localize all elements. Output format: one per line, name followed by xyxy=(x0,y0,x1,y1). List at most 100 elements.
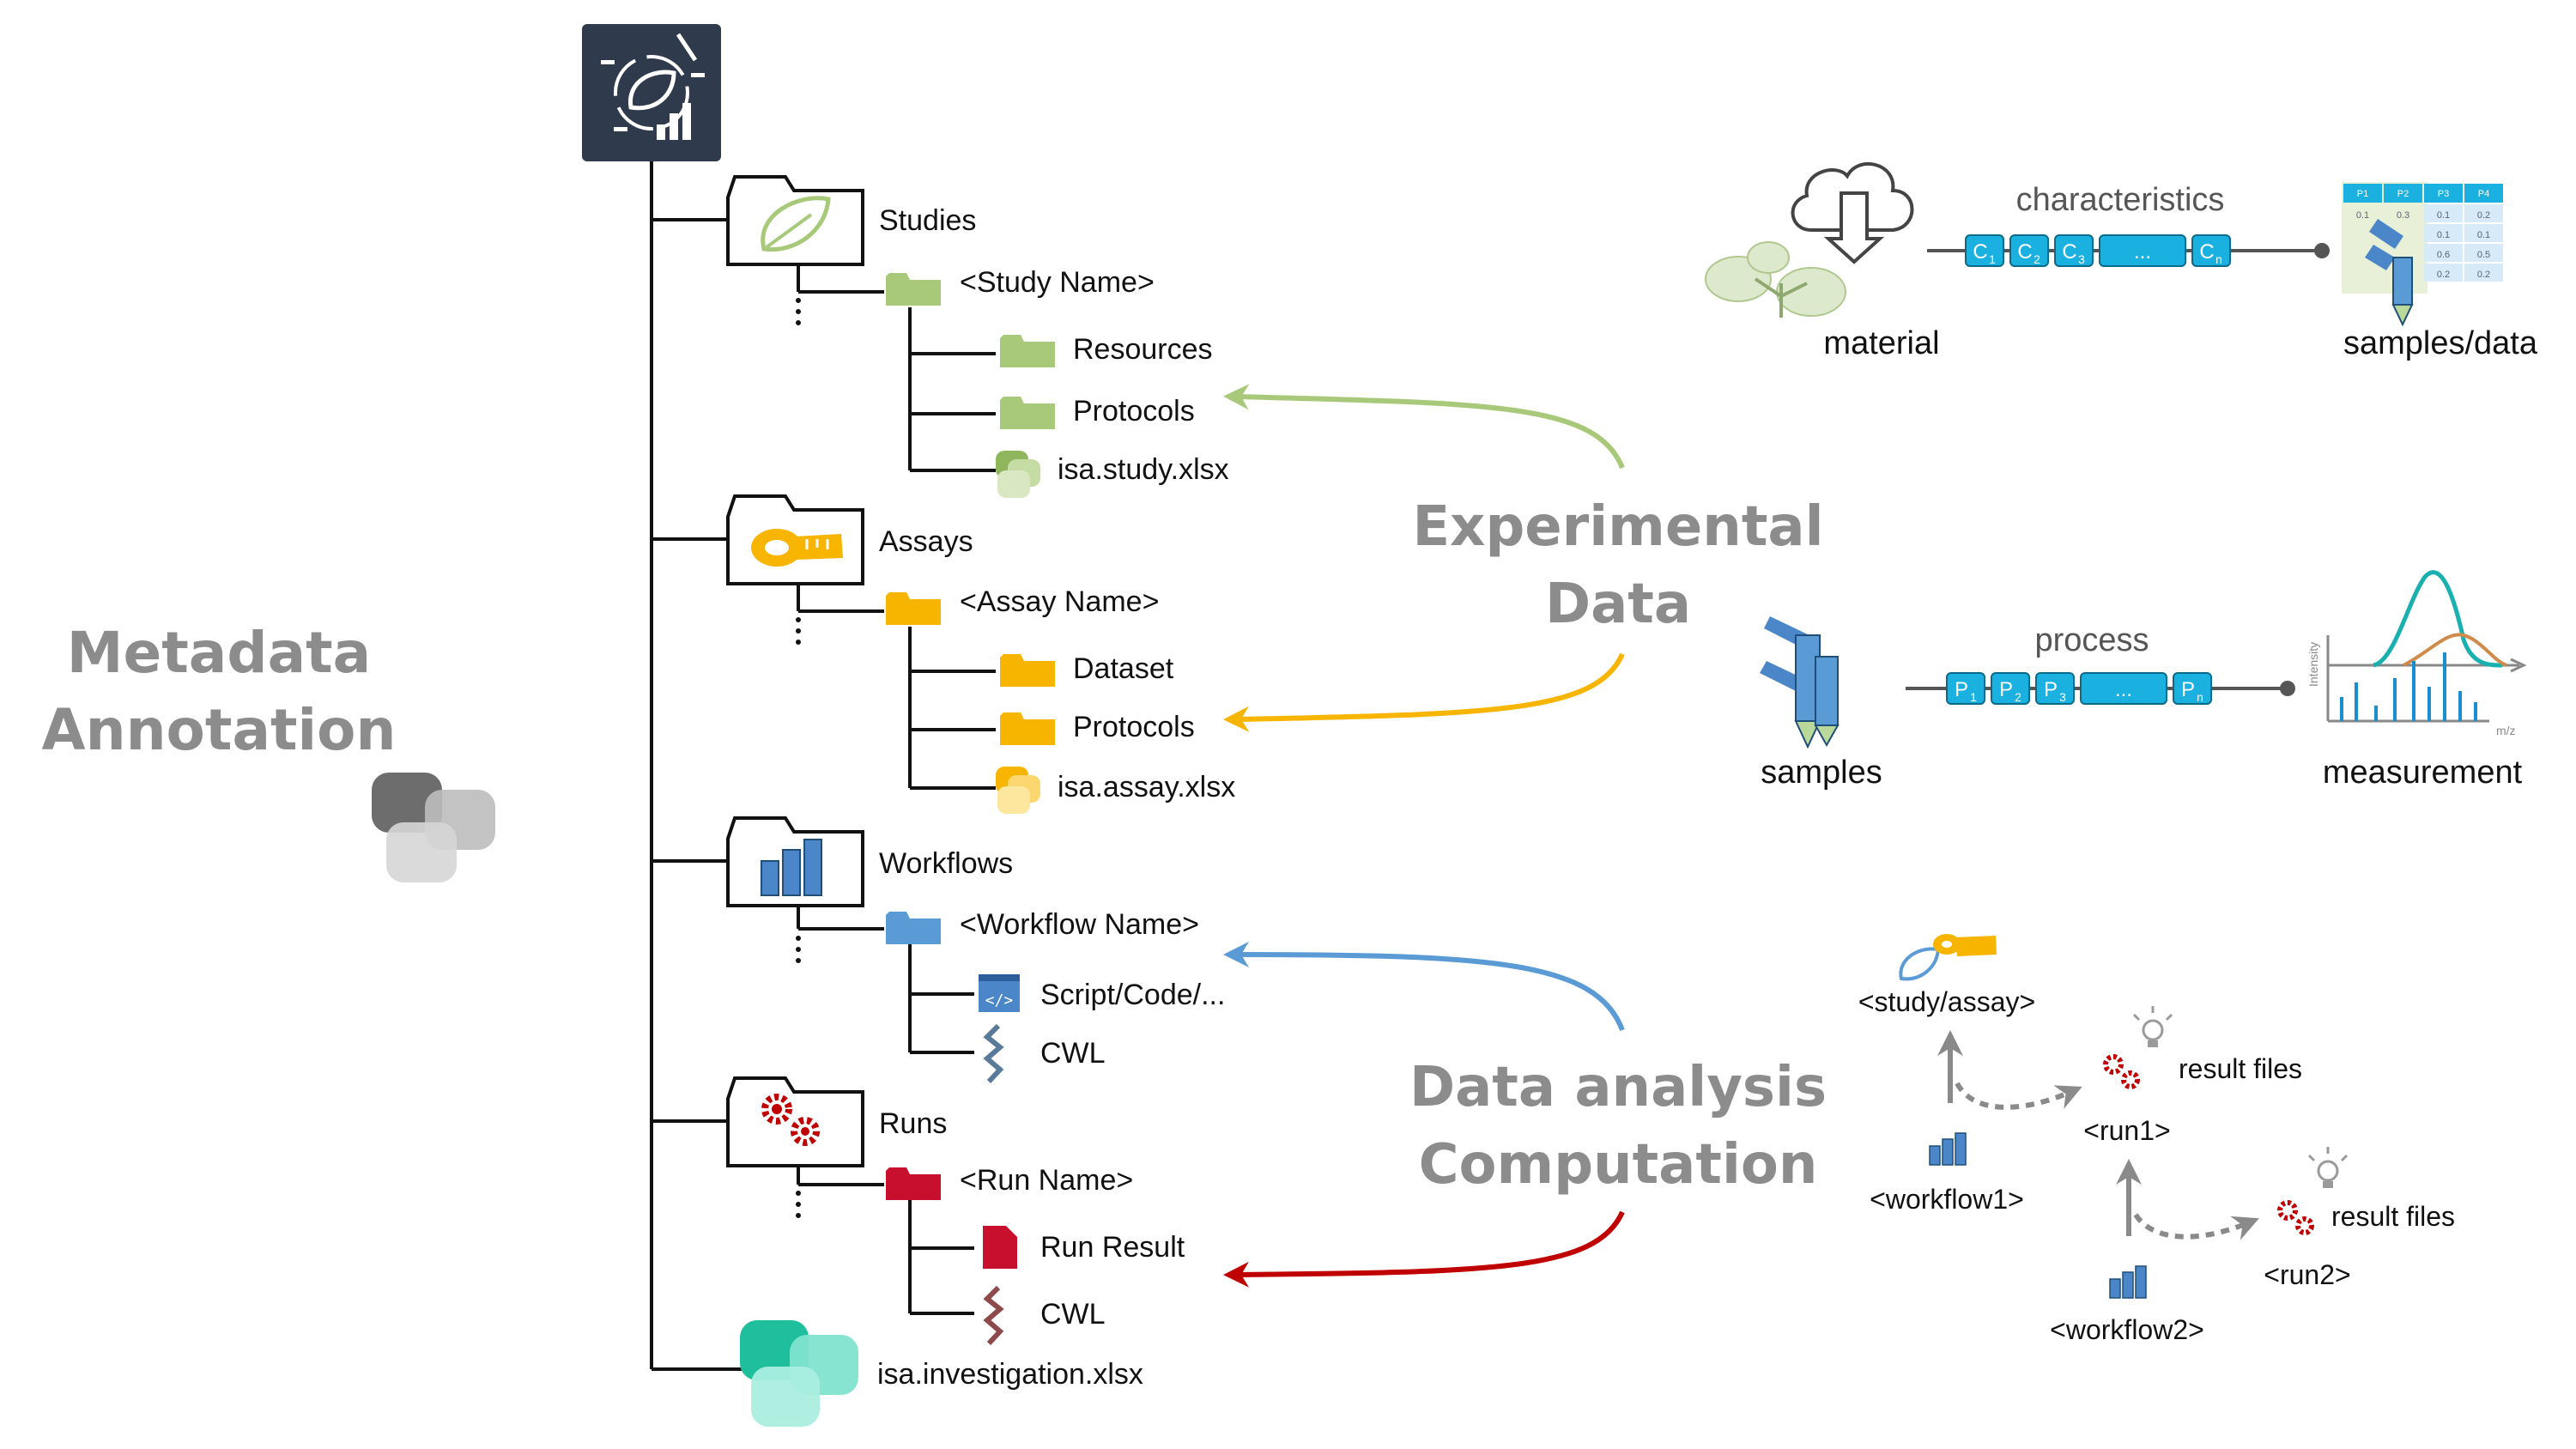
table-cell-text: 0.5 xyxy=(2477,250,2490,260)
table-header-cell xyxy=(2384,184,2422,203)
document-icon xyxy=(983,1226,1017,1269)
characteristic-chip-letter: C xyxy=(2017,240,2032,264)
arrow-wf1-to-run1 xyxy=(1955,1082,2082,1110)
table-cell-text: 0.6 xyxy=(2437,250,2450,260)
assays-folder[interactable]: Assays xyxy=(726,494,973,585)
measurement-axis-y: Intensity xyxy=(2306,642,2320,687)
stacked-squares-teal-icon xyxy=(740,1320,858,1427)
run-name-folder[interactable]: <Run Name> xyxy=(886,1164,1133,1200)
workflow-cwl-label: CWL xyxy=(1040,1037,1106,1070)
process-chip-letter: P xyxy=(1999,678,2013,701)
run-cwl-file[interactable]: CWL xyxy=(983,1285,1106,1346)
run-result-file[interactable]: Run Result xyxy=(983,1226,1185,1269)
assay-file[interactable]: isa.assay.xlsx xyxy=(996,767,1235,814)
characteristic-chip-letter: ... xyxy=(2134,240,2151,264)
study-assay-label: <study/assay> xyxy=(1858,986,2035,1017)
process-chip-letter: P xyxy=(2181,678,2195,701)
process-chip-sub: 2 xyxy=(2015,690,2021,704)
assay-name-label: <Assay Name> xyxy=(960,585,1159,618)
stacked-squares-icon xyxy=(372,773,495,882)
process-chip-letter: P xyxy=(1955,678,1968,701)
table-cell-text: 0.2 xyxy=(2477,270,2490,280)
workflow-name-label: <Workflow Name> xyxy=(960,908,1199,941)
resources-label: Resources xyxy=(1073,333,1213,366)
workflow-name-folder[interactable]: <Workflow Name> xyxy=(886,908,1199,944)
runs-label: Runs xyxy=(879,1107,947,1140)
characteristic-chip-sub: 1 xyxy=(1989,252,1996,266)
run1-label: <run1> xyxy=(2083,1115,2170,1146)
study-protocols-label: Protocols xyxy=(1073,395,1195,427)
experimental-line1: Experimental xyxy=(1412,495,1823,559)
table-header-text: P1 xyxy=(2357,189,2368,199)
process-chip-letter: ... xyxy=(2115,678,2132,701)
tree-lines xyxy=(650,161,996,1371)
study-name-folder[interactable]: <Study Name> xyxy=(886,266,1155,306)
assay-protocols-folder[interactable]: Protocols xyxy=(1000,711,1195,745)
tape-measure-icon xyxy=(751,529,843,567)
workflow1-bar-icon xyxy=(1929,1132,1967,1166)
workflow2-label: <workflow2> xyxy=(2050,1314,2204,1345)
analysis-line2: Computation xyxy=(1419,1133,1818,1197)
study-file[interactable]: isa.study.xlsx xyxy=(996,451,1229,498)
runs-folder[interactable]: Runs xyxy=(726,1076,947,1167)
arrow-to-script xyxy=(1223,942,1625,1032)
workflows-folder[interactable]: Workflows xyxy=(726,816,1013,907)
gears-icon xyxy=(761,1094,820,1146)
svg-text:</>: </> xyxy=(985,991,1014,1009)
study-protocols-folder[interactable]: Protocols xyxy=(1000,395,1195,429)
characteristic-chip-letter: C xyxy=(1973,240,1987,264)
table-header-cell xyxy=(2343,184,2382,203)
code-icon: </> xyxy=(979,974,1020,1012)
measurement-axis-x: m/z xyxy=(2496,724,2516,737)
assays-label: Assays xyxy=(879,525,973,558)
characteristic-chip-sub: n xyxy=(2215,252,2222,266)
investigation-file[interactable]: isa.investigation.xlsx xyxy=(740,1320,1143,1427)
table-cell xyxy=(2424,204,2463,222)
script-file[interactable]: </> Script/Code/... xyxy=(979,974,1225,1012)
dataset-folder[interactable]: Dataset xyxy=(1000,652,1174,687)
table-cell xyxy=(2464,244,2503,262)
table-cell-text: 0.2 xyxy=(2477,210,2490,221)
assay-file-label: isa.assay.xlsx xyxy=(1058,771,1235,803)
table-cell xyxy=(2464,264,2503,282)
studies-folder[interactable]: Studies xyxy=(726,175,976,266)
arc-logo-icon xyxy=(582,24,721,161)
resources-folder[interactable]: Resources xyxy=(1000,333,1213,367)
process-chip-sub: 1 xyxy=(1970,690,1977,704)
material-illustration xyxy=(1705,161,1914,318)
samples-label: samples xyxy=(1761,755,1882,791)
run-cwl-label: CWL xyxy=(1040,1298,1106,1331)
characteristic-chip-letter: C xyxy=(2199,240,2214,264)
run2-gears-icon xyxy=(2277,1200,2314,1235)
assay-name-folder[interactable]: <Assay Name> xyxy=(886,585,1159,625)
bar-chart-icon xyxy=(761,839,822,896)
arrow-to-study-protocols xyxy=(1223,384,1625,470)
workflows-label: Workflows xyxy=(879,847,1013,880)
arrow-to-run-result xyxy=(1223,1210,1625,1288)
arrow-to-assay-protocols xyxy=(1223,652,1625,732)
leaf-icon xyxy=(761,196,831,252)
table-cell xyxy=(2464,224,2503,242)
table-cell xyxy=(2424,264,2463,282)
samples-data-label: samples/data xyxy=(2343,325,2538,361)
table-cell-text: 0.2 xyxy=(2437,270,2450,280)
lightbulb-icon xyxy=(2307,1147,2349,1188)
arrow-wf2-to-run2 xyxy=(2133,1213,2259,1240)
study-assay-icons xyxy=(1899,934,1997,981)
process-chip-sub: 3 xyxy=(2059,690,2066,704)
table-header-text: P4 xyxy=(2478,189,2489,199)
characteristic-chip-letter: C xyxy=(2062,240,2076,264)
table-cell-text: 0.1 xyxy=(2477,230,2490,240)
study-file-label: isa.study.xlsx xyxy=(1058,453,1229,486)
workflow-cwl-file[interactable]: CWL xyxy=(983,1023,1106,1084)
process-chip-letter: P xyxy=(2044,678,2058,701)
table-cell xyxy=(2424,224,2463,242)
run2-label: <run2> xyxy=(2264,1259,2350,1290)
